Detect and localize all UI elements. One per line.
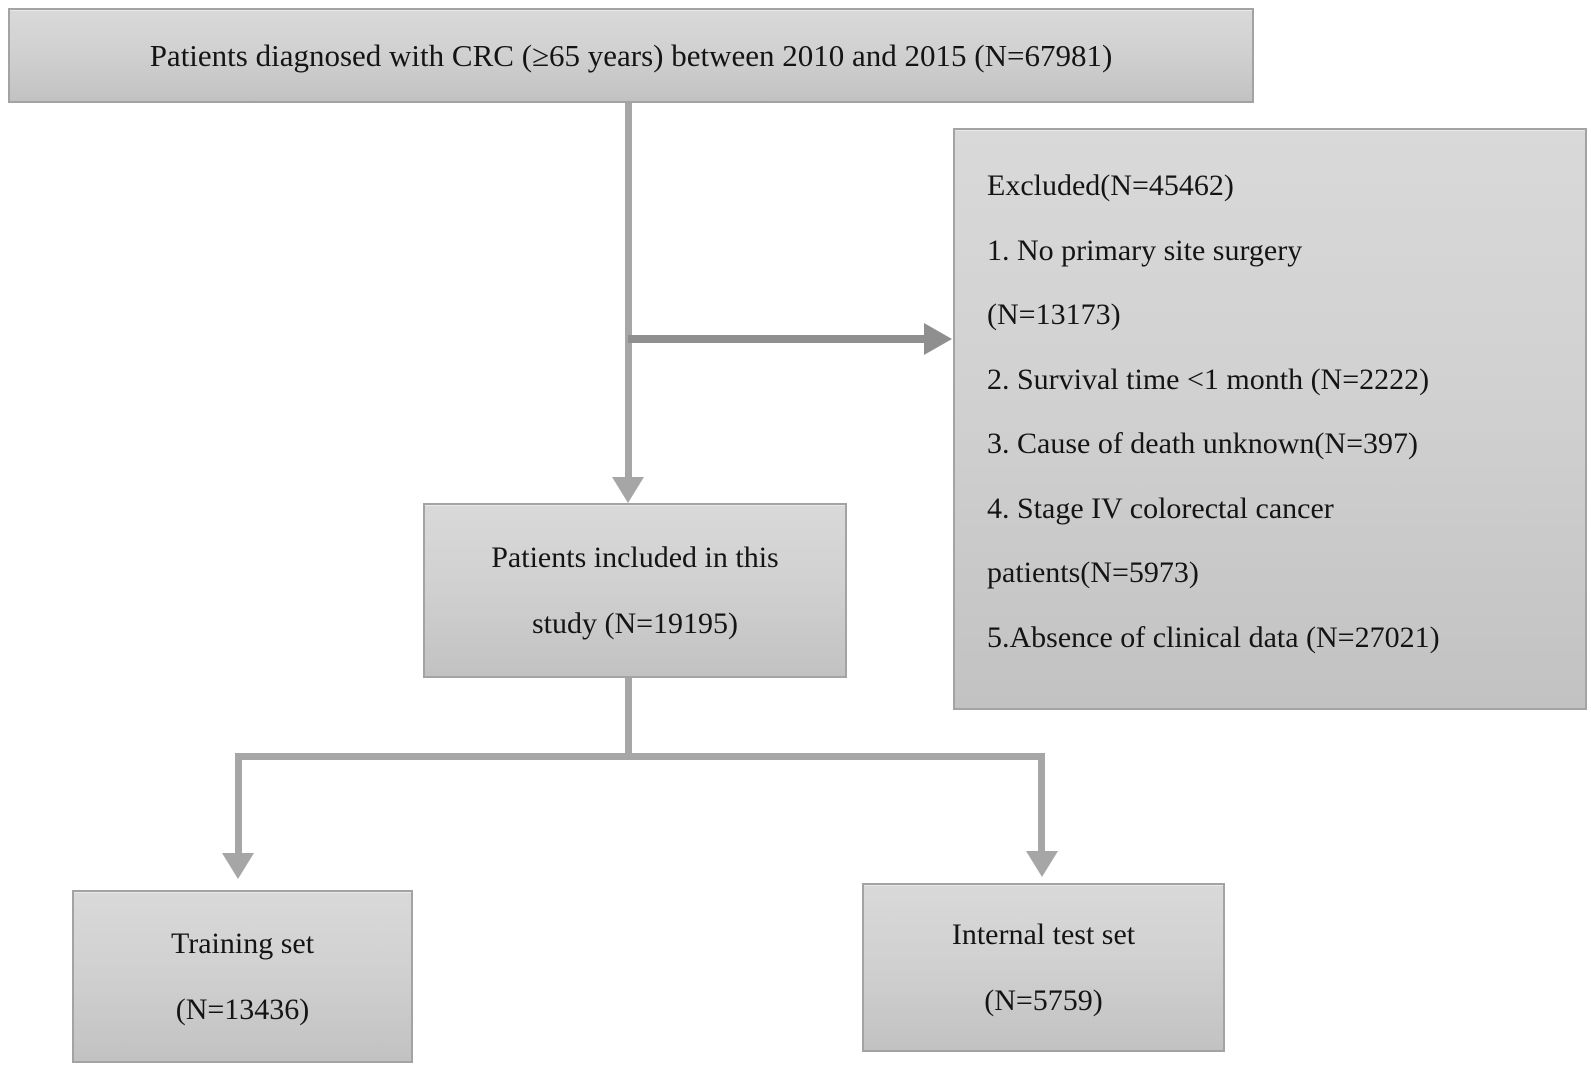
- excluded-reason-4: 4. Stage IV colorectal cancer: [987, 491, 1334, 525]
- connector-to-excluded-line: [628, 335, 924, 343]
- connector-branch-horizontal-line: [235, 753, 1045, 760]
- node-diagnosed-label: Patients diagnosed with CRC (≥65 years) …: [149, 37, 1113, 73]
- excluded-reason-2: 2. Survival time <1 month (N=2222): [987, 362, 1430, 396]
- excluded-reason-5: 5.Absence of clinical data (N=27021): [987, 620, 1440, 654]
- arrow-down-icon: [612, 477, 644, 503]
- excluded-reason-1-count: (N=13173): [987, 298, 1121, 331]
- connector-top-to-included-line: [625, 103, 632, 477]
- excluded-title: Excluded(N=45462): [987, 169, 1234, 202]
- excluded-reason-1: 1. No primary site surgery: [987, 233, 1303, 267]
- arrow-down-icon: [222, 853, 254, 879]
- node-diagnosed-box: Patients diagnosed with CRC (≥65 years) …: [8, 8, 1254, 103]
- node-included-label-line1: Patients included in this: [491, 540, 779, 574]
- node-included-box: Patients included in this study (N=19195…: [423, 503, 847, 678]
- node-internal-test-set-label: Internal test set: [951, 917, 1136, 951]
- excluded-reason-3: 3. Cause of death unknown(N=397): [987, 427, 1419, 460]
- node-training-set-box: Training set (N=13436): [72, 890, 413, 1063]
- connector-included-to-branch-line: [625, 678, 632, 757]
- node-internal-test-set-count: (N=5759): [984, 983, 1103, 1017]
- excluded-reason-4-count: patients(N=5973): [987, 556, 1199, 589]
- arrow-right-icon: [924, 323, 952, 355]
- node-training-set-label: Training set: [170, 926, 315, 960]
- node-included-label-line2: study (N=19195): [531, 606, 739, 640]
- node-internal-test-set-box: Internal test set (N=5759): [862, 883, 1225, 1052]
- node-excluded-box: Excluded(N=45462) 1. No primary site sur…: [953, 128, 1587, 710]
- node-training-set-count: (N=13436): [175, 992, 310, 1026]
- connector-branch-to-training-line: [235, 753, 242, 853]
- connector-branch-to-internal-test-line: [1038, 753, 1045, 851]
- excluded-text-block: Excluded(N=45462) 1. No primary site sur…: [987, 154, 1575, 670]
- arrow-down-icon: [1026, 851, 1058, 877]
